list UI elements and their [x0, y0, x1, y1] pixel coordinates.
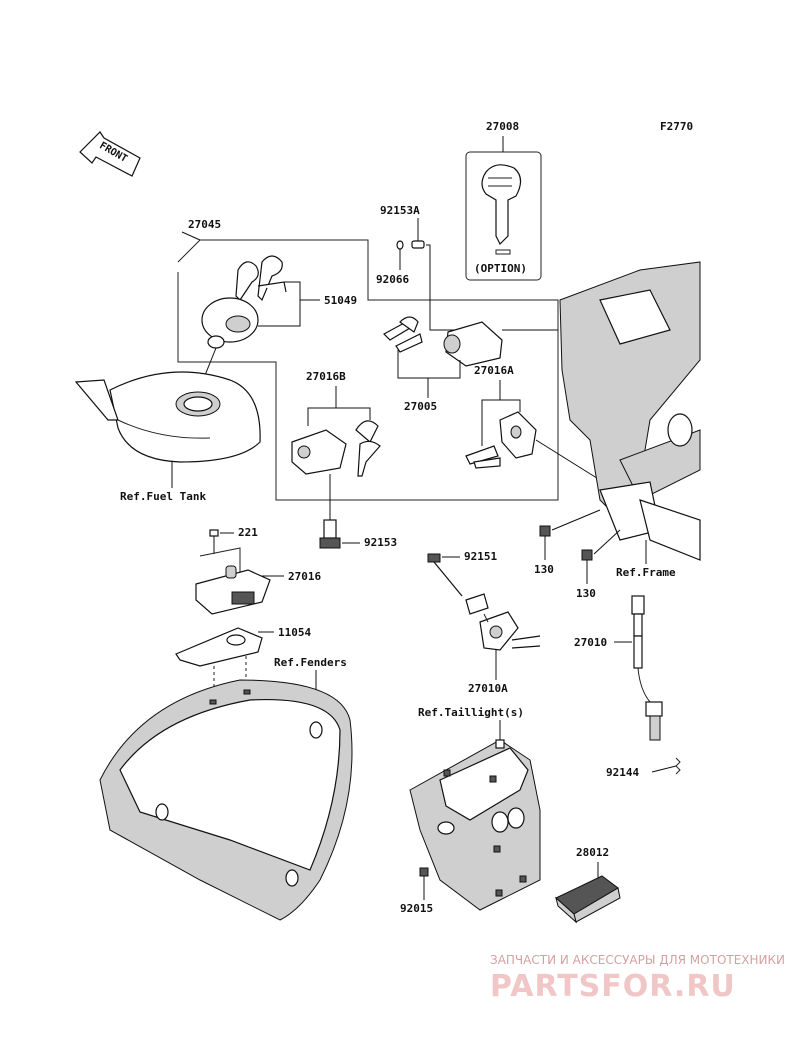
part-label-27005: 27005	[404, 400, 437, 413]
ref-fuel-tank: Ref.Fuel Tank	[120, 490, 206, 503]
watermark-brand: PARTSFOR.RU	[490, 969, 736, 1004]
taillight-bracket	[409, 739, 541, 911]
part-label-27045: 27045	[188, 218, 221, 231]
part-label-27016A: 27016A	[474, 364, 514, 377]
bolt-92153	[319, 519, 341, 549]
part-label-27008: 27008	[486, 120, 519, 133]
rear-fender	[99, 679, 353, 921]
part-label-11054: 11054	[278, 626, 311, 639]
part-label-221: 221	[238, 526, 258, 539]
fuel-tank	[74, 371, 261, 463]
part-label-92144: 92144	[606, 766, 639, 779]
watermark-tagline: ЗАПЧАСТИ И АКСЕССУАРЫ ДЛЯ МОТОТЕХНИКИ	[490, 953, 785, 967]
front-arrow: FRONT	[79, 131, 141, 177]
ref-taillights: Ref.Taillight(s)	[418, 706, 524, 719]
part-label-92015: 92015	[400, 902, 433, 915]
ignition-switch-27005	[383, 316, 503, 367]
switch-27010A	[465, 593, 541, 651]
bolt-92151	[427, 553, 463, 597]
fuel-cap-lock	[201, 297, 259, 349]
reflector-28012	[555, 875, 621, 924]
part-label-130-right: 130	[576, 587, 596, 600]
screw-221	[209, 529, 219, 554]
part-label-92151: 92151	[464, 550, 497, 563]
ref-fenders: Ref.Fenders	[274, 656, 347, 669]
bracket-11054	[175, 627, 263, 667]
figure-code: F2770	[660, 120, 693, 133]
frame	[559, 261, 701, 561]
part-label-92153: 92153	[364, 536, 397, 549]
part-label-92153A: 92153A	[380, 204, 420, 217]
ref-frame: Ref.Frame	[616, 566, 676, 579]
seat-lock-27016B	[291, 420, 381, 477]
part-label-28012: 28012	[576, 846, 609, 859]
part-label-27016B: 27016B	[306, 370, 346, 383]
part-label-51049: 51049	[324, 294, 357, 307]
part-label-92066: 92066	[376, 273, 409, 286]
part-label-27010: 27010	[574, 636, 607, 649]
seat-lock-27016	[195, 547, 271, 615]
key-27008-option-box: (OPTION)	[465, 151, 542, 281]
part-label-27010A: 27010A	[468, 682, 508, 695]
switch-27010	[631, 595, 681, 775]
keys-51049	[235, 255, 287, 302]
helmet-lock-27016A	[465, 411, 537, 469]
part-label-130-left: 130	[534, 563, 554, 576]
option-label: (OPTION)	[474, 262, 527, 275]
part-label-27016: 27016	[288, 570, 321, 583]
